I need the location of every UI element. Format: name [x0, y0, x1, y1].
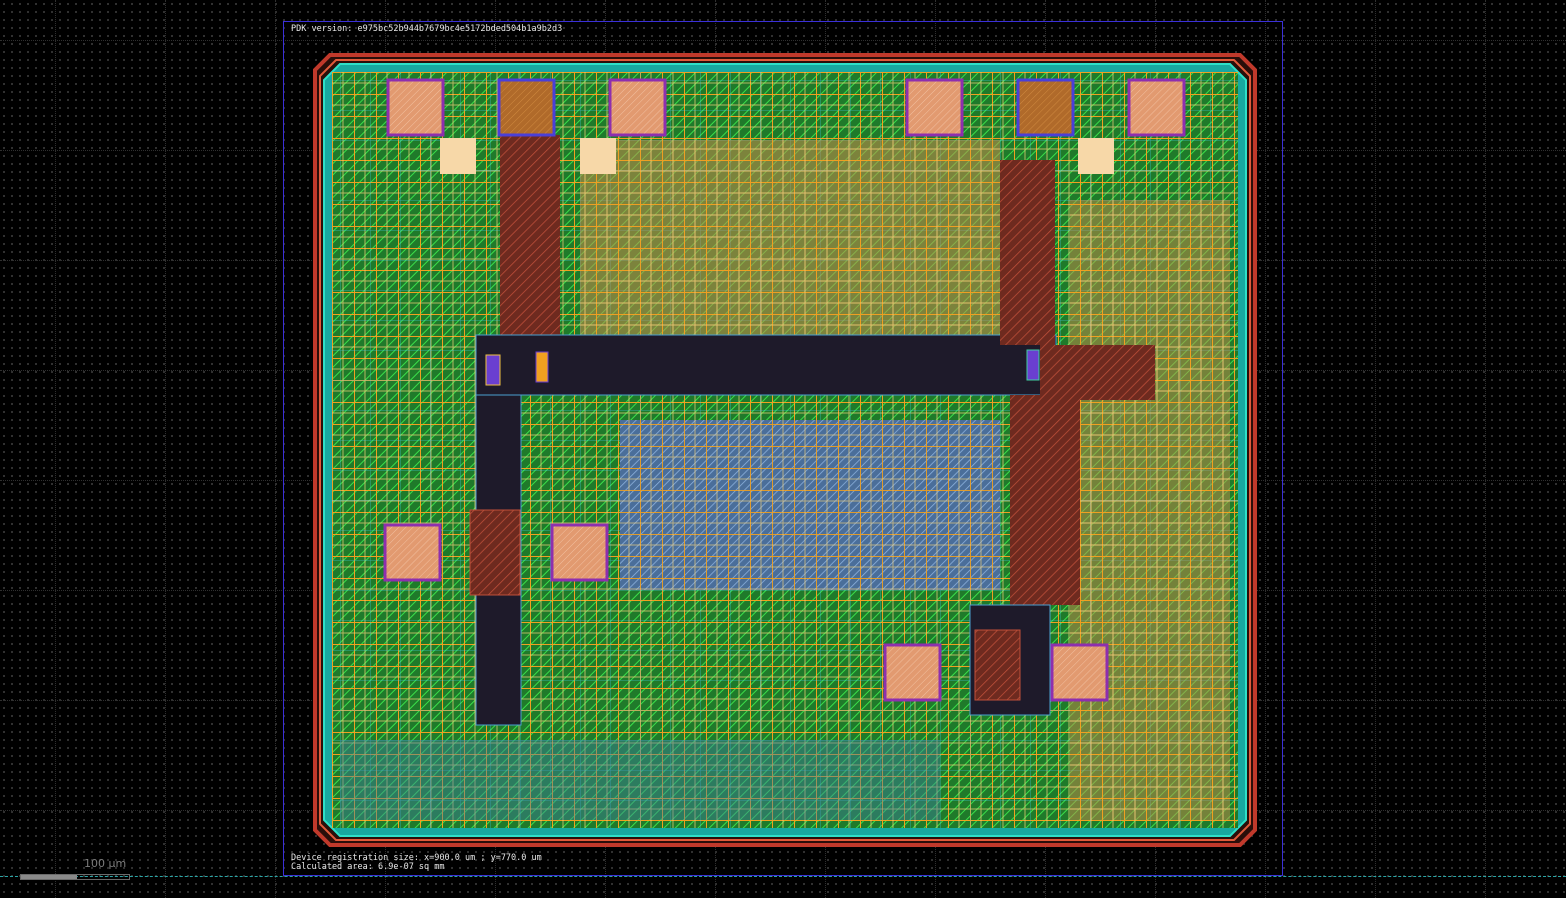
grid-line [55, 0, 56, 898]
scale-bar [20, 874, 130, 880]
grid-line [1485, 0, 1486, 898]
signal-traces [469, 135, 1155, 726]
pad [550, 523, 609, 582]
bottom-metal-band [340, 740, 940, 820]
chip-layout[interactable] [310, 50, 1260, 850]
grid-line [1375, 0, 1376, 898]
pad [883, 643, 942, 702]
registration-size-text: Device registration size: x=900.0 um ; y… [291, 853, 542, 863]
pdk-version-text: PDK version: e975bc52b944b7679bc4e5172bd… [291, 24, 563, 34]
pad [1050, 643, 1109, 702]
calculated-area-text: Calculated area: 6.9e-07 sq mm [291, 862, 445, 872]
pad [383, 523, 442, 582]
grid-line [0, 40, 1566, 41]
scale-bar-fill [21, 875, 78, 879]
grid-line [1265, 0, 1266, 898]
pad [1127, 78, 1186, 137]
junction-devices[interactable] [485, 349, 1040, 386]
bond-pads[interactable] [383, 78, 1186, 702]
pad [905, 78, 964, 137]
die-boundary [283, 21, 1283, 876]
grid-line [275, 0, 276, 898]
pad [386, 78, 445, 137]
x-axis-line [0, 876, 1566, 877]
probe-markers [440, 138, 1114, 174]
grid-line [165, 0, 166, 898]
pad [497, 78, 556, 137]
pad [608, 78, 667, 137]
scale-bar-label: 100 µm [84, 857, 127, 870]
pad [1016, 78, 1075, 137]
